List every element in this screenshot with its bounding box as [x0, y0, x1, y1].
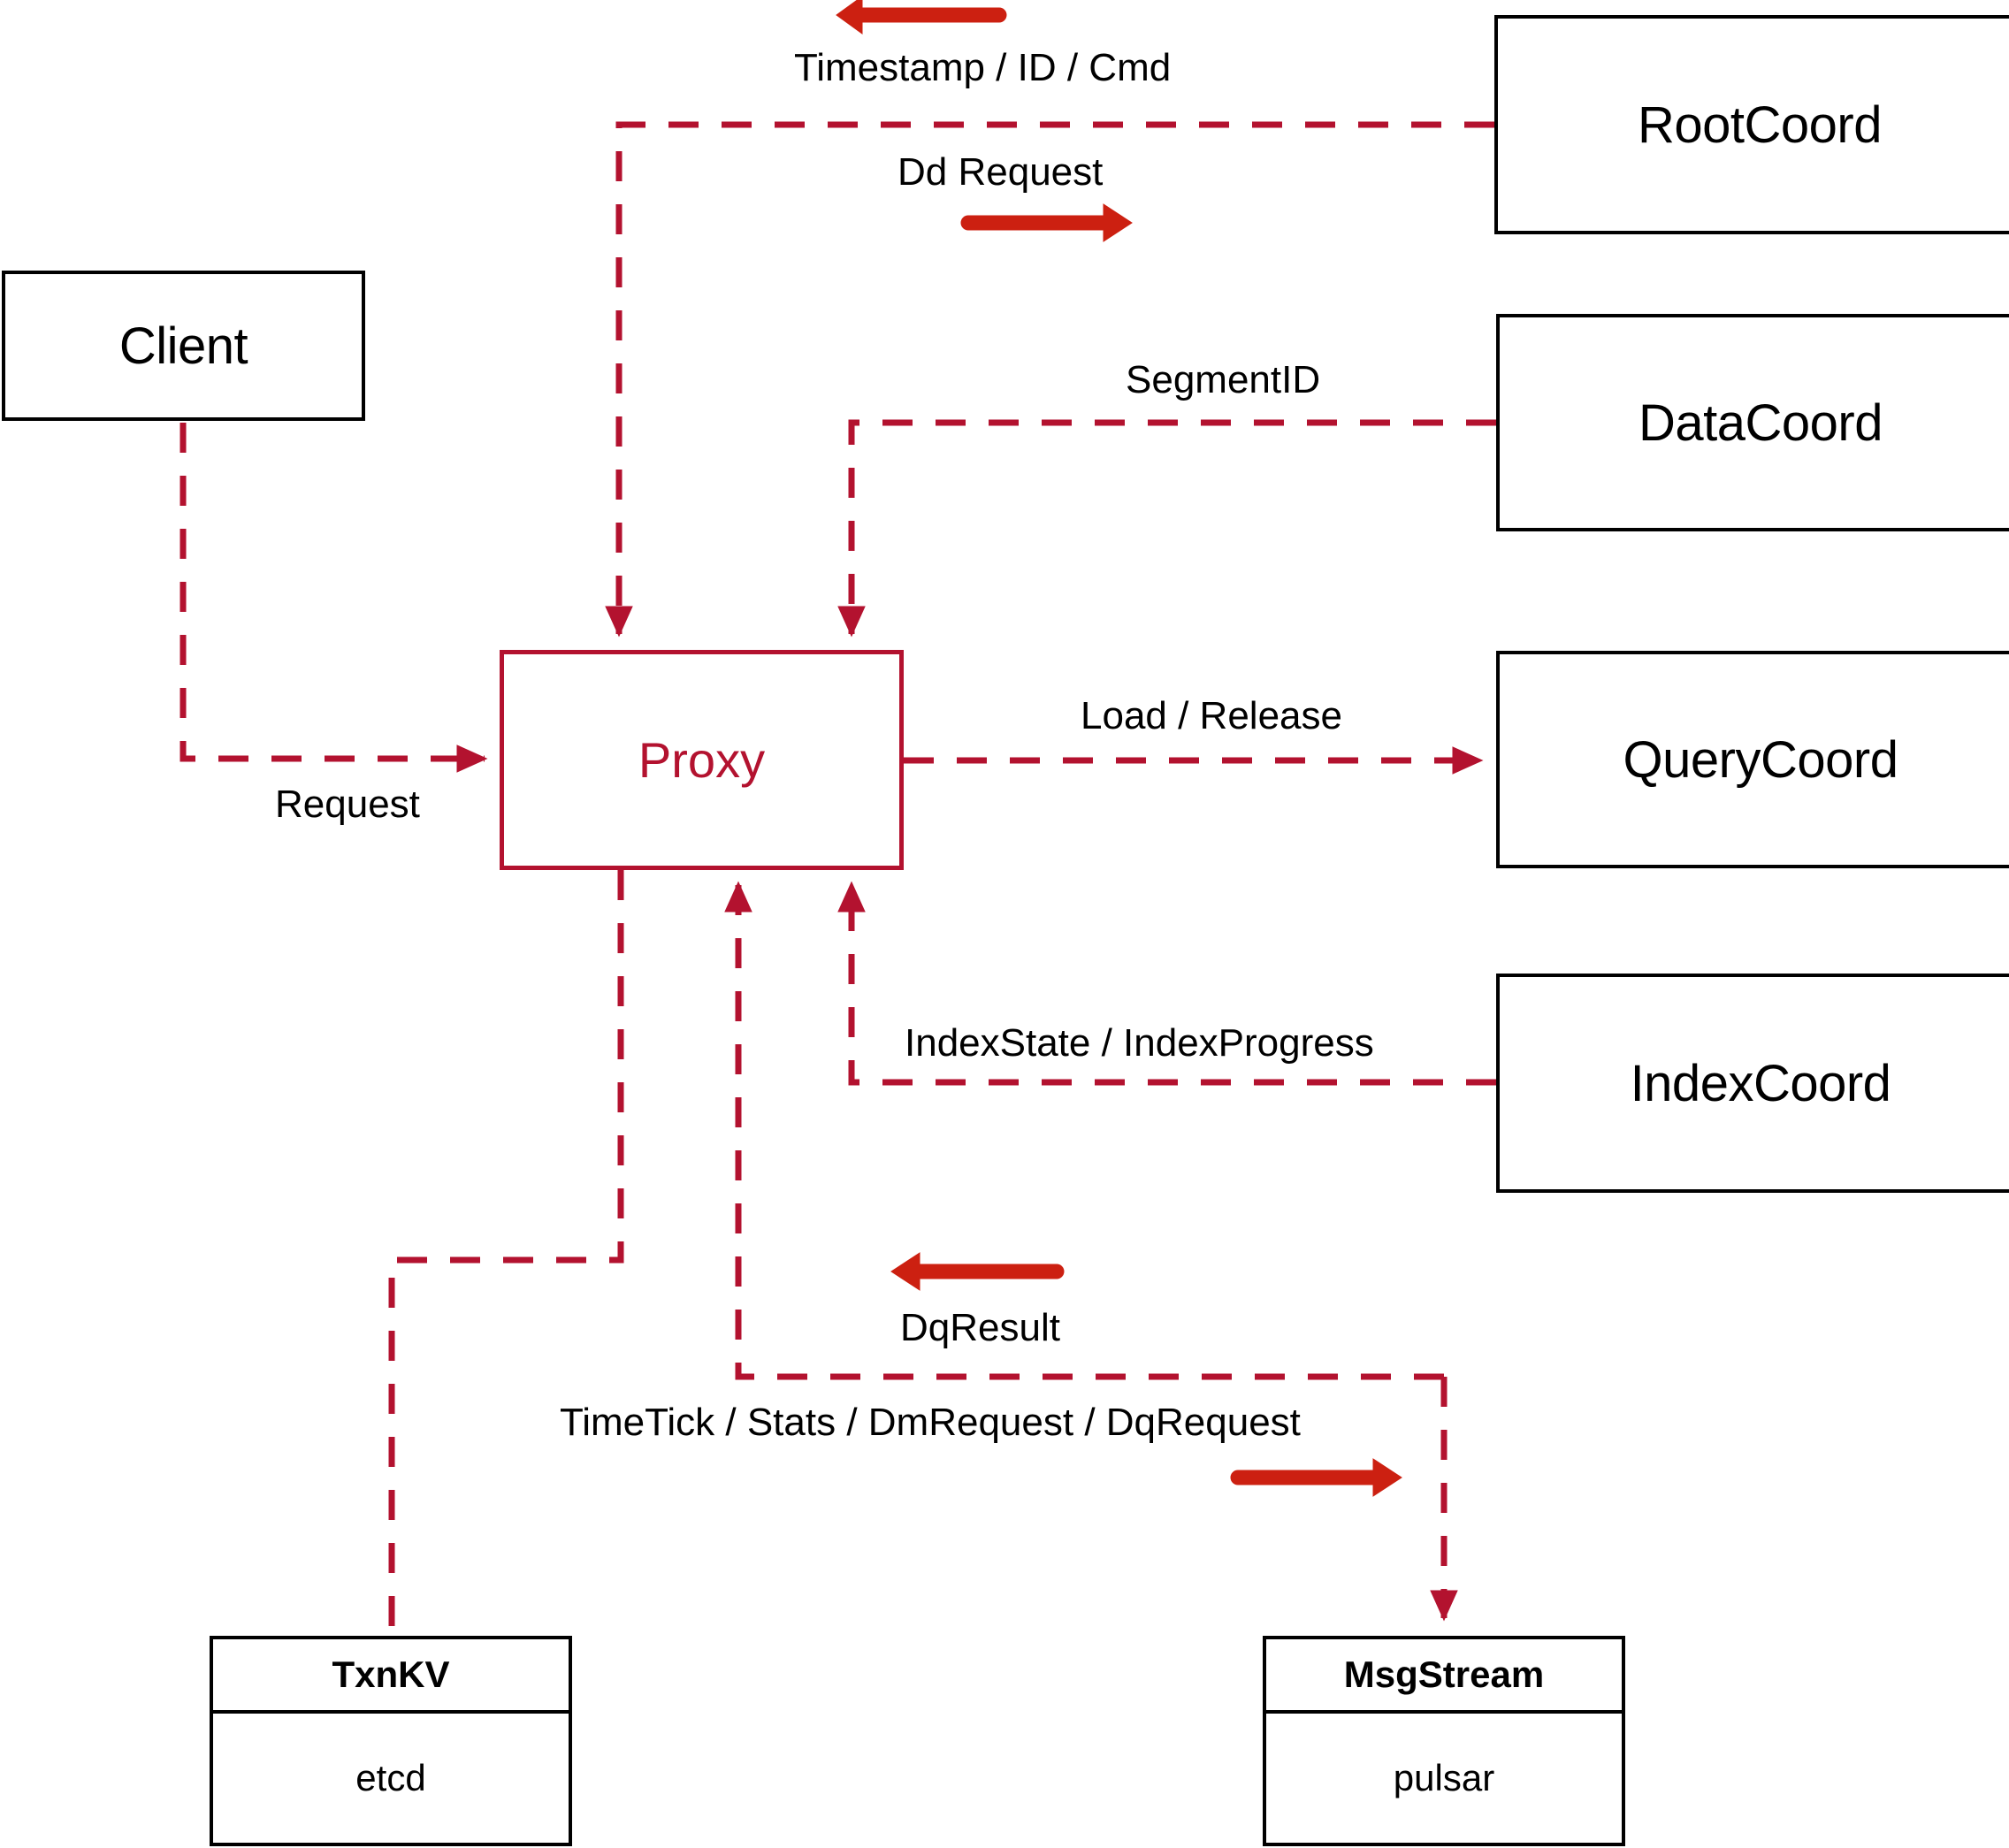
edge-label-text: SegmentID: [1126, 358, 1321, 401]
node-proxy-label: Proxy: [638, 732, 766, 788]
node-client-label: Client: [118, 317, 248, 375]
edge-rootcoord-to-proxy: [605, 121, 1494, 638]
node-txnkv[interactable]: TxnKV etcd: [210, 1636, 572, 1846]
node-msgstream-header-label: MsgStream: [1343, 1653, 1545, 1695]
node-proxy[interactable]: Proxy: [500, 650, 904, 870]
edge-datacoord-to-proxy: [837, 419, 1496, 638]
edge-indexcoord-to-proxy: [837, 881, 1496, 1086]
edge-label-dqresult: DqResult: [900, 1309, 1060, 1348]
node-msgstream-header: MsgStream: [1266, 1639, 1622, 1714]
node-rootcoord-label: RootCoord: [1638, 95, 1882, 154]
arrow-glyph-left-timestamp: [836, 0, 1007, 34]
node-indexcoord[interactable]: IndexCoord: [1496, 974, 2009, 1193]
node-txnkv-header: TxnKV: [213, 1639, 569, 1714]
edge-label-text: IndexState / IndexProgress: [905, 1021, 1374, 1065]
arrow-glyph-left-dqresult: [890, 1252, 1065, 1291]
node-msgstream-body-label: pulsar: [1393, 1757, 1495, 1798]
edge-label-text: Request: [275, 783, 420, 826]
edge-msgstream-to-proxy: [724, 881, 1444, 1380]
edge-label-text: Dd Request: [898, 150, 1104, 194]
edge-label-dd-request: Dd Request: [898, 153, 1103, 192]
node-client[interactable]: Client: [2, 271, 365, 421]
node-txnkv-body-label: etcd: [355, 1757, 426, 1798]
edge-proxy-to-txnkv: [388, 870, 624, 1634]
edge-label-timestamp-id-cmd: Timestamp / ID / Cmd: [794, 49, 1171, 88]
node-txnkv-header-label: TxnKV: [332, 1653, 450, 1695]
edge-label-indexstate-indexprogress: IndexState / IndexProgress: [905, 1024, 1374, 1063]
edge-client-to-proxy: [180, 423, 488, 773]
edge-label-segmentid: SegmentID: [1126, 361, 1320, 400]
edge-label-timetick-stats-dmrequest-dqrequest: TimeTick / Stats / DmRequest / DqRequest: [560, 1403, 1301, 1442]
node-querycoord-label: QueryCoord: [1623, 730, 1898, 789]
edge-label-load-release: Load / Release: [1081, 697, 1342, 736]
node-txnkv-body: etcd: [213, 1714, 569, 1843]
node-querycoord[interactable]: QueryCoord: [1496, 651, 2009, 868]
direction-glyph-group: [836, 0, 1402, 1497]
node-msgstream[interactable]: MsgStream pulsar: [1263, 1636, 1625, 1846]
edge-label-text: DqResult: [900, 1306, 1060, 1349]
edge-label-text: Timestamp / ID / Cmd: [794, 46, 1172, 89]
node-datacoord-label: DataCoord: [1639, 393, 1883, 452]
edge-label-request: Request: [275, 785, 420, 824]
node-datacoord[interactable]: DataCoord: [1496, 314, 2009, 531]
node-rootcoord[interactable]: RootCoord: [1494, 15, 2009, 234]
edge-label-text: Load / Release: [1081, 694, 1342, 737]
arrow-glyph-right-ddrequest: [960, 203, 1133, 242]
node-indexcoord-label: IndexCoord: [1630, 1054, 1891, 1112]
node-msgstream-body: pulsar: [1266, 1714, 1622, 1843]
arrow-glyph-right-timetick: [1230, 1458, 1402, 1497]
edge-label-text: TimeTick / Stats / DmRequest / DqRequest: [560, 1401, 1301, 1444]
